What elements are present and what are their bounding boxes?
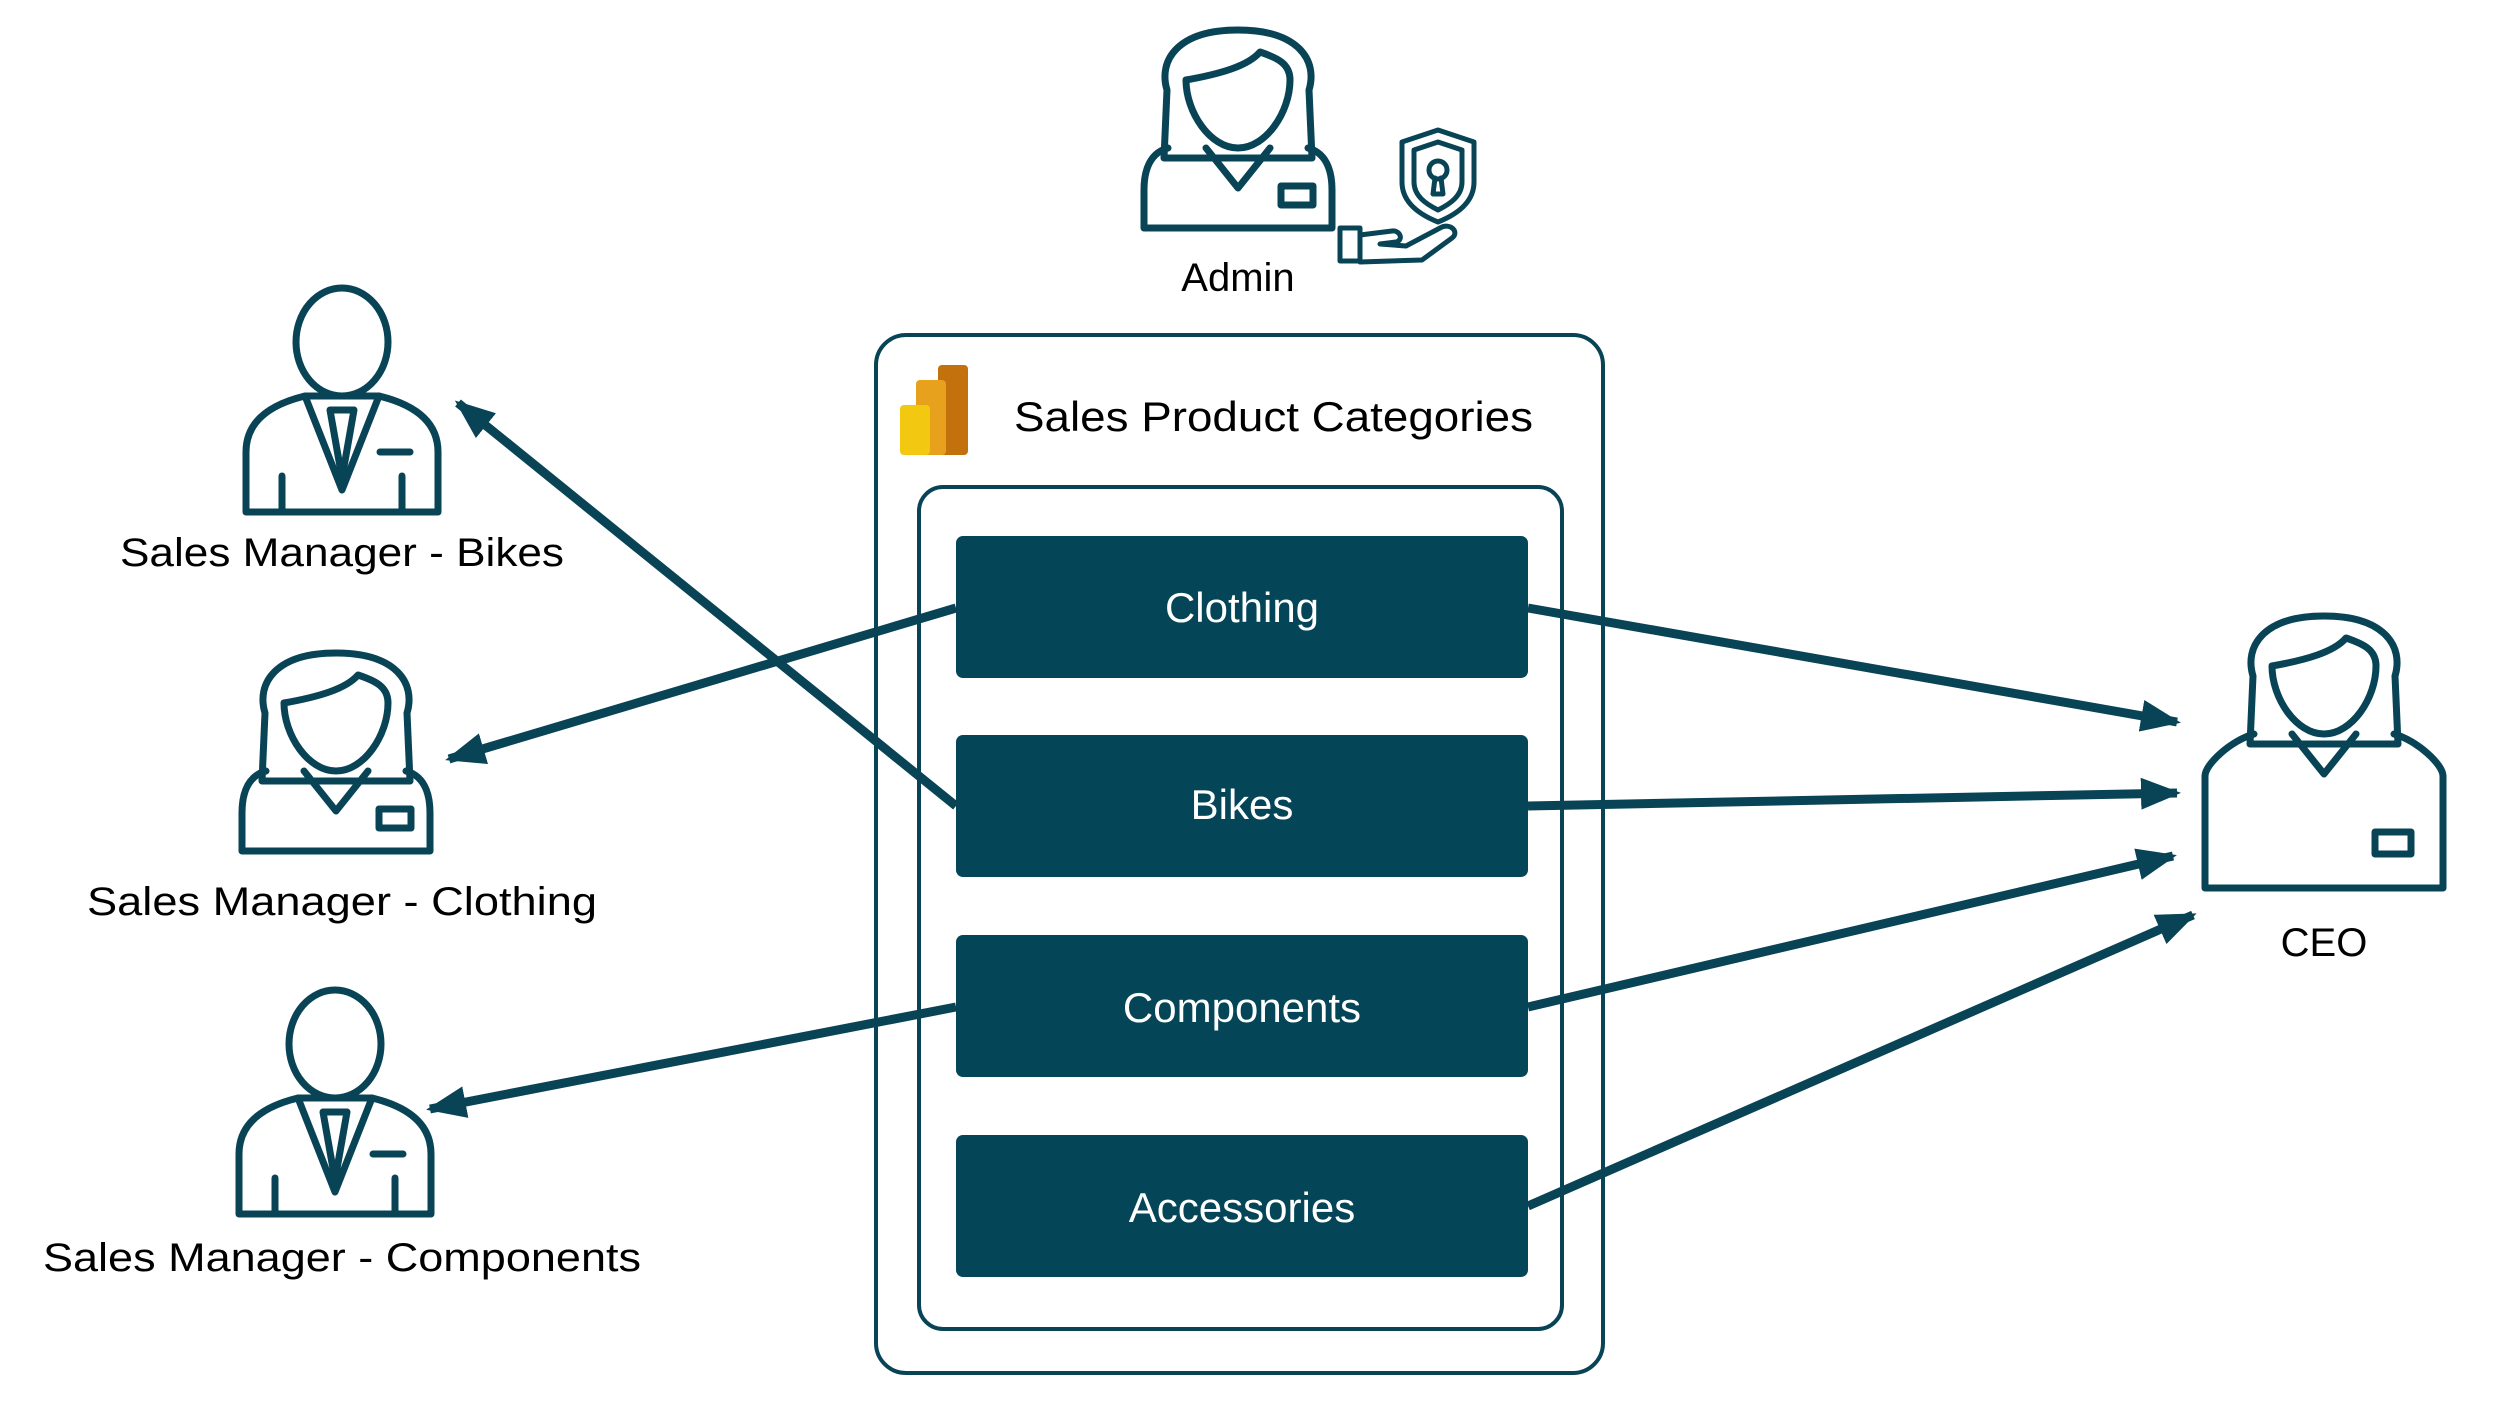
arrow-bikes-to-sales-manager-bikes (454, 399, 959, 810)
sales-manager-clothing-icon (238, 649, 434, 855)
sales-manager-components-icon (235, 986, 435, 1218)
category-bikes-label: Bikes (1191, 781, 1294, 828)
arrow-clothing-to-ceo (1527, 603, 2181, 732)
arrow-components-to-ceo (1526, 848, 2177, 1012)
arrow-accessories-to-ceo (1526, 910, 2197, 1211)
power-bi-icon (900, 365, 968, 455)
ceo-icon (2201, 612, 2447, 892)
category-clothing-label: Clothing (1165, 584, 1319, 631)
arrow-components-to-sales-manager-components (426, 1002, 957, 1118)
admin-user-icon (1140, 26, 1336, 232)
category-clothing[interactable]: Clothing (956, 536, 1528, 678)
report-title: Sales Product Categories (1014, 393, 1533, 440)
admin-label: Admin (1181, 256, 1294, 300)
sales-manager-bikes-icon (242, 284, 442, 516)
category-components[interactable]: Components (956, 935, 1528, 1077)
sales-manager-clothing-label: Sales Manager - Clothing (87, 880, 597, 924)
category-accessories[interactable]: Accessories (956, 1135, 1528, 1277)
ceo-label: CEO (2281, 921, 2368, 965)
category-accessories-label: Accessories (1129, 1184, 1355, 1231)
category-bikes[interactable]: Bikes (956, 735, 1528, 877)
categories-panel (917, 485, 1564, 1331)
arrow-clothing-to-sales-manager-clothing (445, 603, 958, 765)
arrow-bikes-to-ceo (1527, 777, 2181, 811)
connection-arrows (426, 399, 2197, 1211)
sales-manager-bikes-label: Sales Manager - Bikes (120, 531, 564, 575)
shield-lock-hand-icon (1337, 127, 1477, 265)
report-container (874, 333, 1605, 1375)
sales-manager-components-label: Sales Manager - Components (43, 1236, 641, 1280)
category-components-label: Components (1123, 984, 1361, 1031)
